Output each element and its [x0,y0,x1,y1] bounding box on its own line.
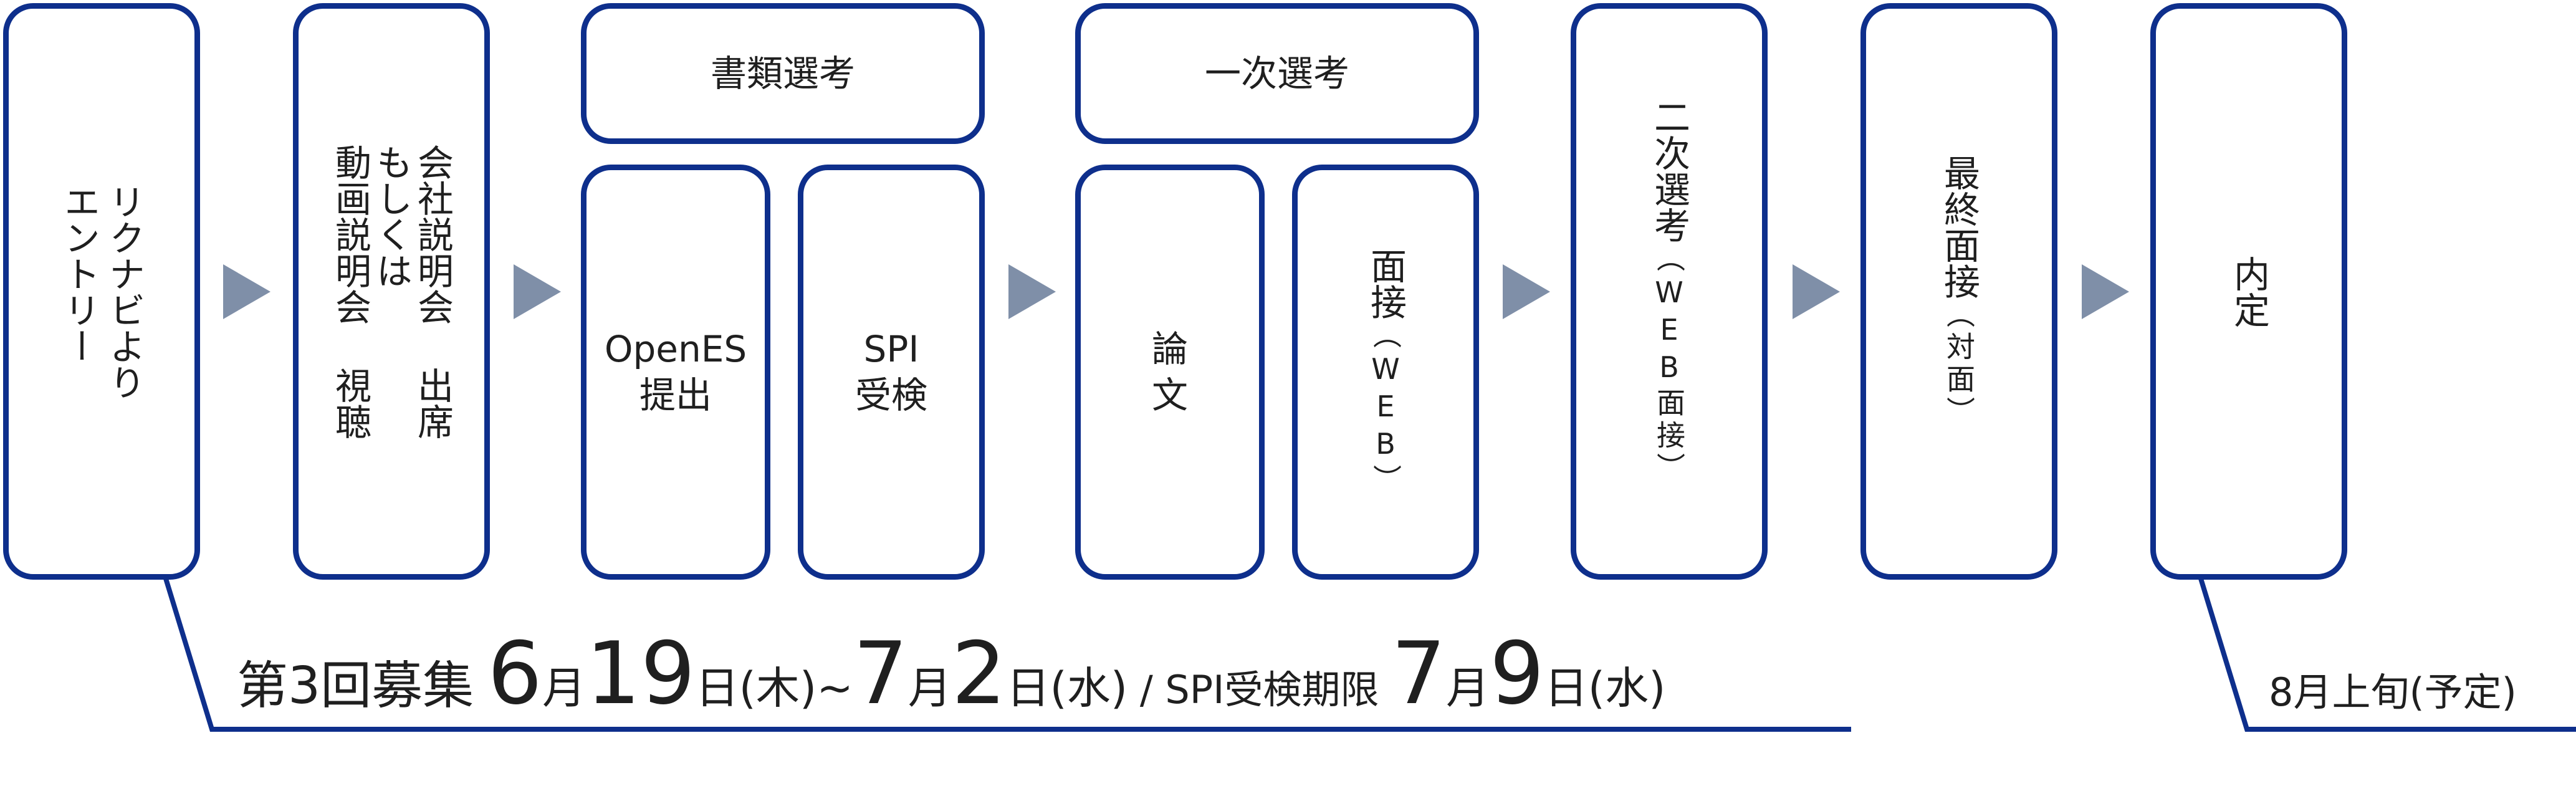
spi-month-unit: 月 [1445,663,1490,714]
flow-arrow-4 [1503,264,1550,319]
step-openes-label: OpenES 提出 [604,328,747,416]
spi-day: 9 [1489,623,1544,724]
start-month: 6 [487,623,542,724]
offer-schedule: 8月上旬(予定) [2269,669,2517,715]
flow-arrow-1 [223,264,271,319]
step-first-interview-format: （WEB） [1369,320,1402,497]
start-day: 19 [585,623,696,724]
end-day: 2 [951,623,1007,724]
step-final-interview-format: （対面） [1942,299,1976,429]
spi-month: 7 [1391,623,1446,724]
step-spi: SPI 受検 [798,165,985,580]
start-weekday: 日(木)~ [695,663,853,714]
step-briefing: 会社説明会 出席 もしくは 動画説明会 視聴 [293,3,490,580]
step-offer-label: 内定 [2228,255,2270,328]
step-second-screening: 二次選考 （WEB面接） [1571,3,1768,580]
flow-arrow-6 [2082,264,2129,319]
step-final-interview: 最終面接 （対面） [1860,3,2057,580]
offer-timing-line [2198,575,2576,732]
step-entry: リクナビより エントリー [3,3,200,580]
step-second-screening-format: （WEB面接） [1652,242,1686,485]
stage-document-screening: 書類選考 [581,3,985,144]
spi-deadline-label: / SPI受検期限 [1128,667,1392,712]
flow-arrow-5 [1793,264,1840,319]
stage-first-screening-label: 一次選考 [1204,52,1349,95]
step-essay-label: 論 文 [1151,328,1188,416]
step-final-interview-label: 最終面接 [1938,154,1980,299]
stage-document-screening-label: 書類選考 [710,52,855,95]
step-spi-label: SPI 受検 [855,328,927,416]
flow-arrow-3 [1008,264,1056,319]
end-month: 7 [853,623,908,724]
step-offer: 内定 [2150,3,2347,580]
recruitment-period: 第3回募集 6 月 19 日(木)~ 7 月 2 日(水) / SPI受検期限 … [237,623,1666,724]
step-briefing-label: 会社説明会 出席 もしくは 動画説明会 視聴 [329,143,454,439]
start-month-unit: 月 [542,663,586,714]
recruitment-round: 第3回募集 [237,656,474,716]
step-second-screening-label: 二次選考 [1648,98,1690,243]
spi-weekday: 日(水) [1544,663,1666,714]
recruitment-period-line [163,575,1851,732]
step-first-interview-label: 面接 [1364,247,1407,320]
step-openes: OpenES 提出 [581,165,770,580]
step-first-interview: 面接 （WEB） [1292,165,1479,580]
stage-first-screening: 一次選考 [1075,3,1479,144]
end-month-unit: 月 [907,663,952,714]
step-essay: 論 文 [1075,165,1265,580]
step-entry-label: リクナビより エントリー [58,183,145,400]
end-weekday: 日(水) [1006,663,1128,714]
flow-arrow-2 [514,264,561,319]
